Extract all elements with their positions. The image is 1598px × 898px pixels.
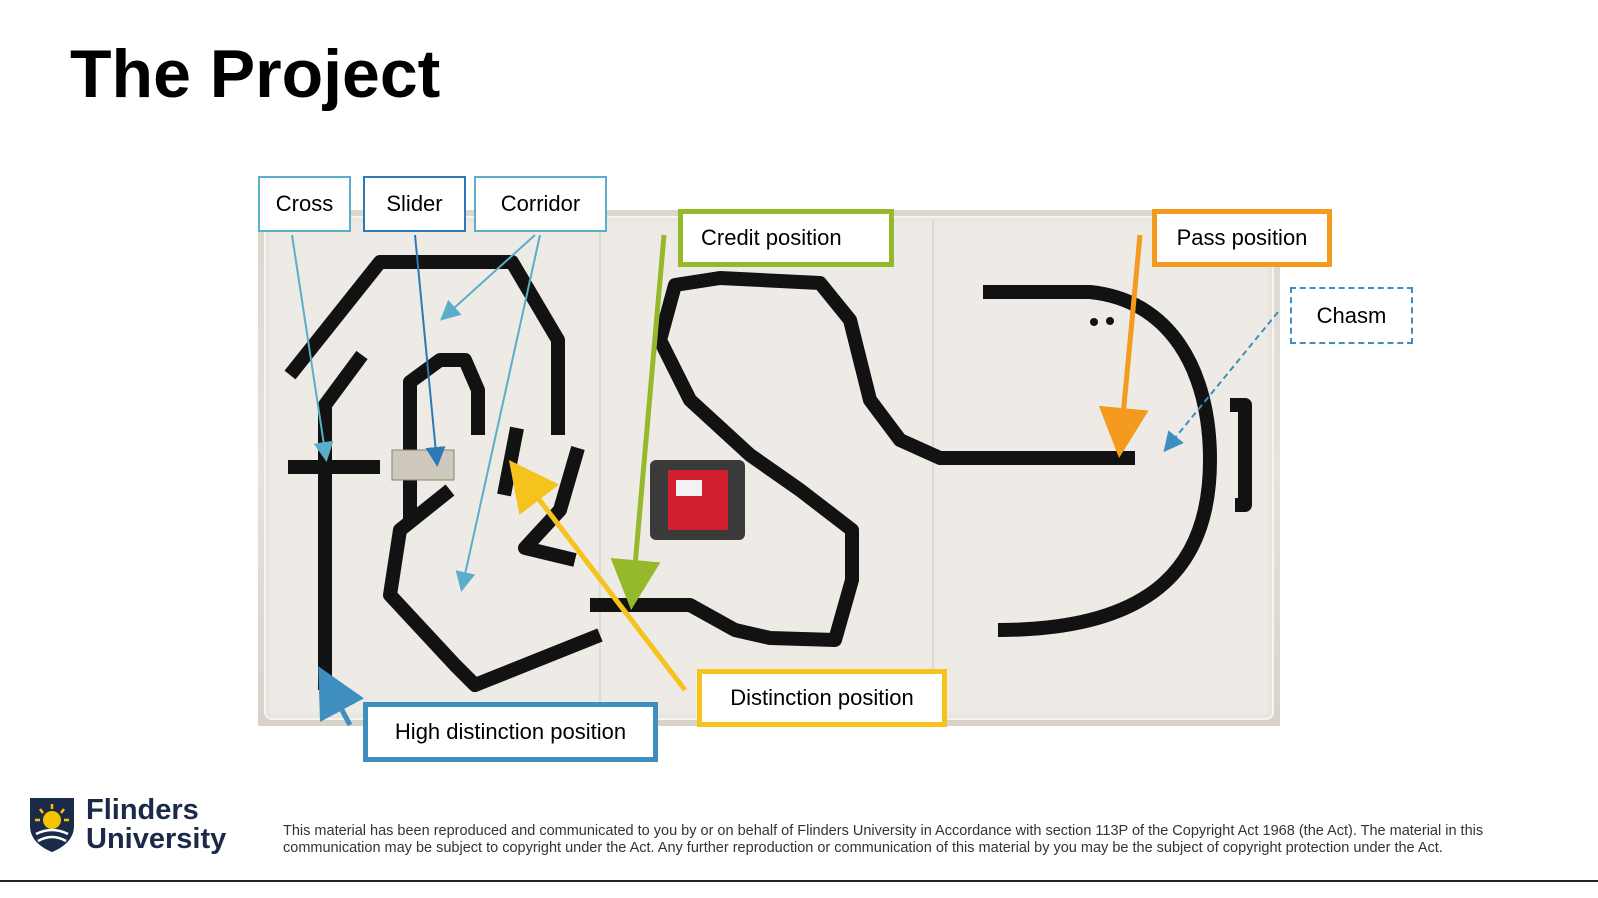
cross-label: Cross [258,176,351,232]
callout-arrows [291,234,1279,727]
slider-label: Slider [363,176,466,232]
corridor-arrow-1 [440,234,536,321]
credit-position-label: Credit position [678,209,894,267]
corridor-arrow-2 [455,234,541,592]
distinction-position-label: Distinction position [697,669,947,727]
chasm-label: Chasm [1290,287,1413,344]
board-seams [599,220,934,715]
shield-icon [30,798,74,852]
high-distinction-position-label: High distinction position [363,702,658,762]
flinders-logo: Flinders University [28,796,226,854]
robot [650,460,745,540]
logo-wordmark: Flinders University [86,796,226,854]
pass-arrow [1098,234,1149,458]
slider-arrow [414,234,446,467]
slider-plate [391,449,455,481]
high-distinction-arrow [318,666,365,727]
logo-line2: University [86,823,227,855]
track-lines [284,255,1252,692]
chasm-arrow [1163,311,1279,453]
page-title: The Project [70,36,441,112]
bottom-rule [0,880,1598,882]
cross-arrow [291,234,334,462]
credit-arrow [610,234,667,610]
copyright-notice: This material has been reproduced and co… [283,823,1484,856]
logo-line1: Flinders [86,794,199,826]
distinction-arrow [508,460,687,692]
pass-position-label: Pass position [1152,209,1332,267]
corridor-label: Corridor [474,176,607,232]
